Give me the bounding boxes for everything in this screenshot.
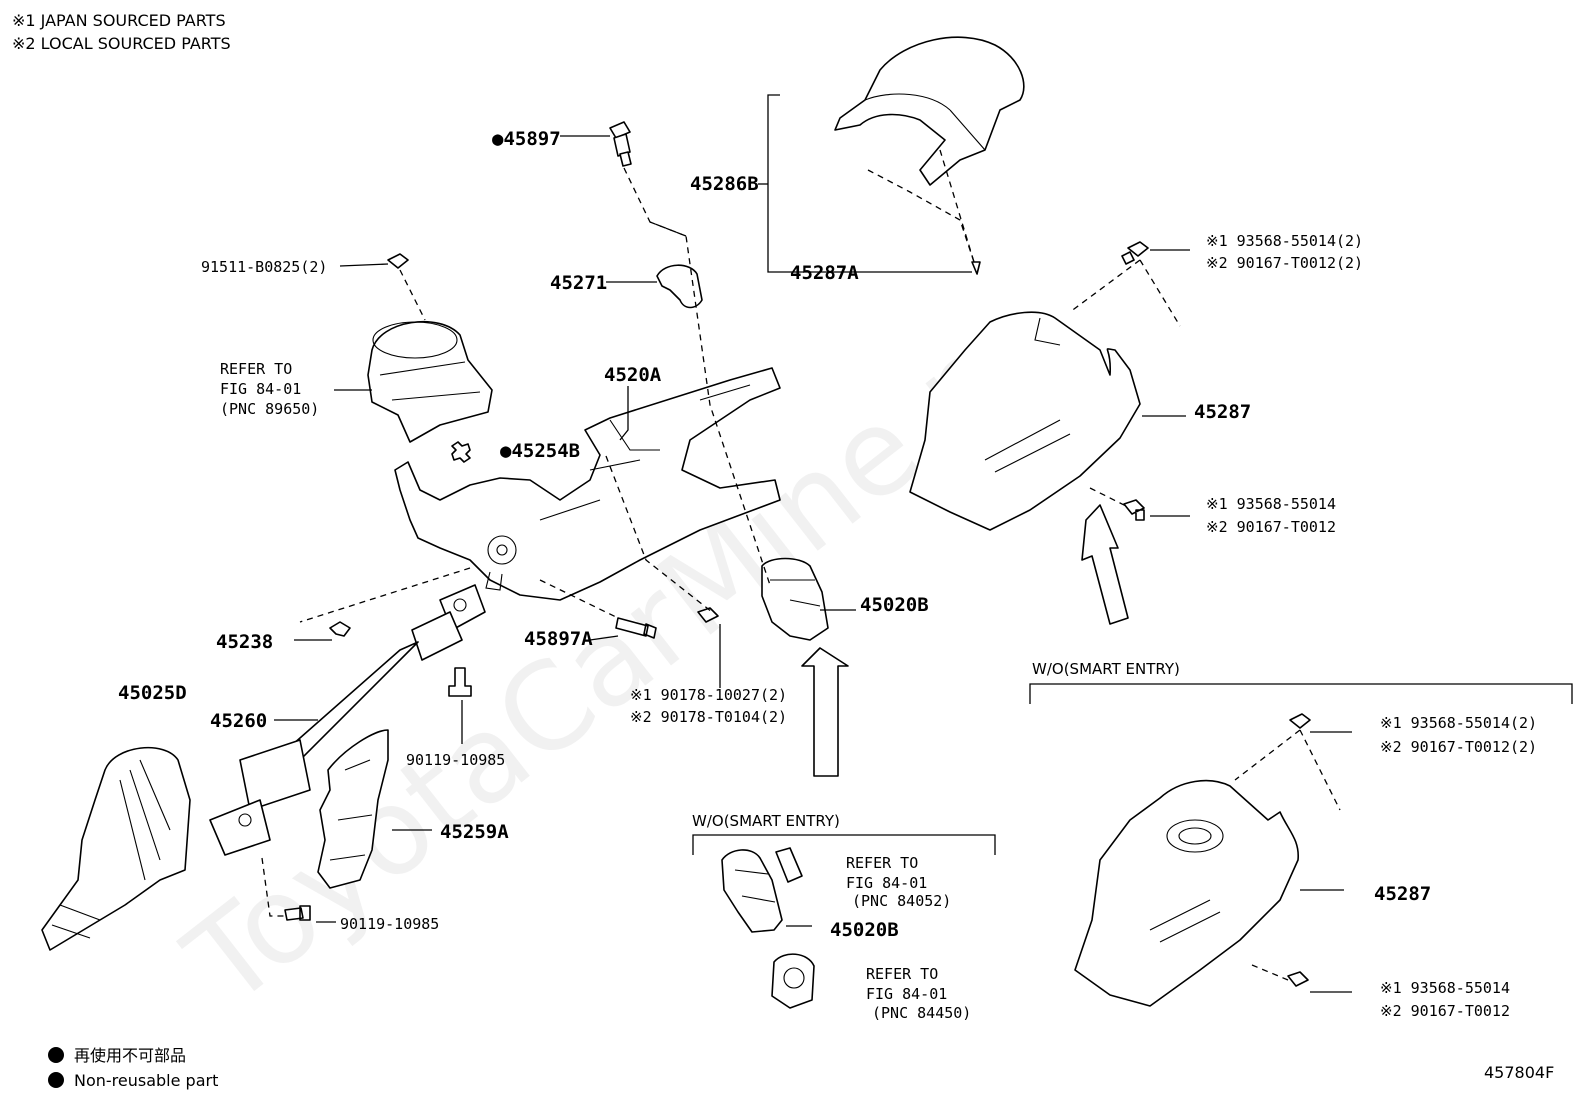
screw-mid-right-drawing [1123,499,1145,521]
boot-45025D-drawing [41,746,191,951]
clip-45238-drawing [329,621,351,637]
lower-cover-45287-a-drawing [909,311,1141,531]
lower-cover-45287-b-drawing [1074,779,1299,1007]
label-top-screw-local: ※2 90167-T0012(2) [1206,254,1363,272]
label-45286B: 45286B [690,173,759,195]
label-45287-lower: 45287 [1374,883,1431,905]
label-nut-japan: ※1 90178-10027(2) [630,686,787,704]
label-90119-10985-b: 90119-10985 [340,915,439,933]
washer-45254B-drawing [451,441,471,463]
clamp-45271-drawing [656,264,703,309]
label-4520A: 4520A [604,364,662,386]
label-45260: 45260 [210,710,267,732]
label-low-screw-b-local: ※2 90167-T0012 [1380,1002,1510,1020]
refer-84052-line3: (PNC 84052) [852,892,951,910]
refer-89650-line2: FIG 84-01 [220,380,301,398]
label-45897A: 45897A [524,628,593,650]
label-45287A: 45287A [790,262,859,284]
label-45271: 45271 [550,272,607,294]
cover-45259A-drawing [317,729,389,889]
note-local-sourced: ※2 LOCAL SOURCED PARTS [12,34,231,53]
label-91511-B0825: 91511-B0825(2) [201,258,327,276]
refer-84450-line1: REFER TO [866,965,938,983]
lock-45020B-drawing [761,557,829,641]
shaft-45260-drawing [209,584,486,856]
label-45020B-upper: 45020B [860,594,929,616]
label-low-screw-a-japan: ※1 93568-55014(2) [1380,714,1537,732]
leader-lines [274,94,1573,993]
label-45287-upper: 45287 [1194,401,1251,423]
nut-90178-drawing [697,607,719,623]
refer-84052-line2: FIG 84-01 [846,874,927,892]
section-wo-smart-entry-center: W/O(SMART ENTRY) [692,812,840,830]
label-top-screw-japan: ※1 93568-55014(2) [1206,232,1363,250]
label-90119-10985-a: 90119-10985 [406,751,505,769]
screw-low-right-a-drawing [1289,713,1311,729]
bolt-91511-drawing [387,253,409,269]
bolt-45897A-drawing [615,617,657,639]
screw-top-right-drawing [1121,241,1149,265]
refer-84450-line2: FIG 84-01 [866,985,947,1003]
non-reusable-bullet-icon-jp [48,1047,64,1063]
label-45020B-lower: 45020B [830,919,899,941]
non-reusable-bullet-icon-en [48,1072,64,1088]
refer-89650-line1: REFER TO [220,360,292,378]
clip-45287A-drawing [971,261,981,275]
smart-entry-group-1-drawing [721,847,815,1009]
label-nut-local: ※2 90178-T0104(2) [630,708,787,726]
arrow-up-right-drawing [1081,504,1129,625]
upper-cover-45286B-drawing [834,36,1025,186]
steering-column-4520A-drawing [394,367,781,601]
refer-84052-line1: REFER TO [846,854,918,872]
screw-low-right-b-drawing [1287,971,1309,987]
label-45025D: 45025D [118,682,187,704]
section-wo-smart-entry-right: W/O(SMART ENTRY) [1032,660,1180,678]
arrow-up-center-drawing [801,647,849,777]
label-45897: ●45897 [492,128,561,150]
note-japan-sourced: ※1 JAPAN SOURCED PARTS [12,11,226,30]
bolt-45897-drawing [609,121,632,167]
bolt-90119-b-drawing [284,905,311,921]
label-low-screw-b-japan: ※1 93568-55014 [1380,979,1510,997]
figure-id: 457804F [1484,1063,1554,1082]
label-45259A: 45259A [440,821,509,843]
legend-jp-text: 再使用不可部品 [74,1046,186,1065]
refer-84450-line3: (PNC 84450) [872,1004,971,1022]
dashed-assembly-lines [261,149,1341,981]
label-45238: 45238 [216,631,273,653]
label-45254B: ●45254B [500,440,580,462]
motor-assembly-drawing [367,320,493,443]
label-mid-screw-japan: ※1 93568-55014 [1206,495,1336,513]
bolt-90119-a-drawing [448,667,472,697]
label-low-screw-a-local: ※2 90167-T0012(2) [1380,738,1537,756]
refer-89650-line3: (PNC 89650) [220,400,319,418]
label-mid-screw-local: ※2 90167-T0012 [1206,518,1336,536]
legend-en-text: Non-reusable part [74,1071,218,1090]
